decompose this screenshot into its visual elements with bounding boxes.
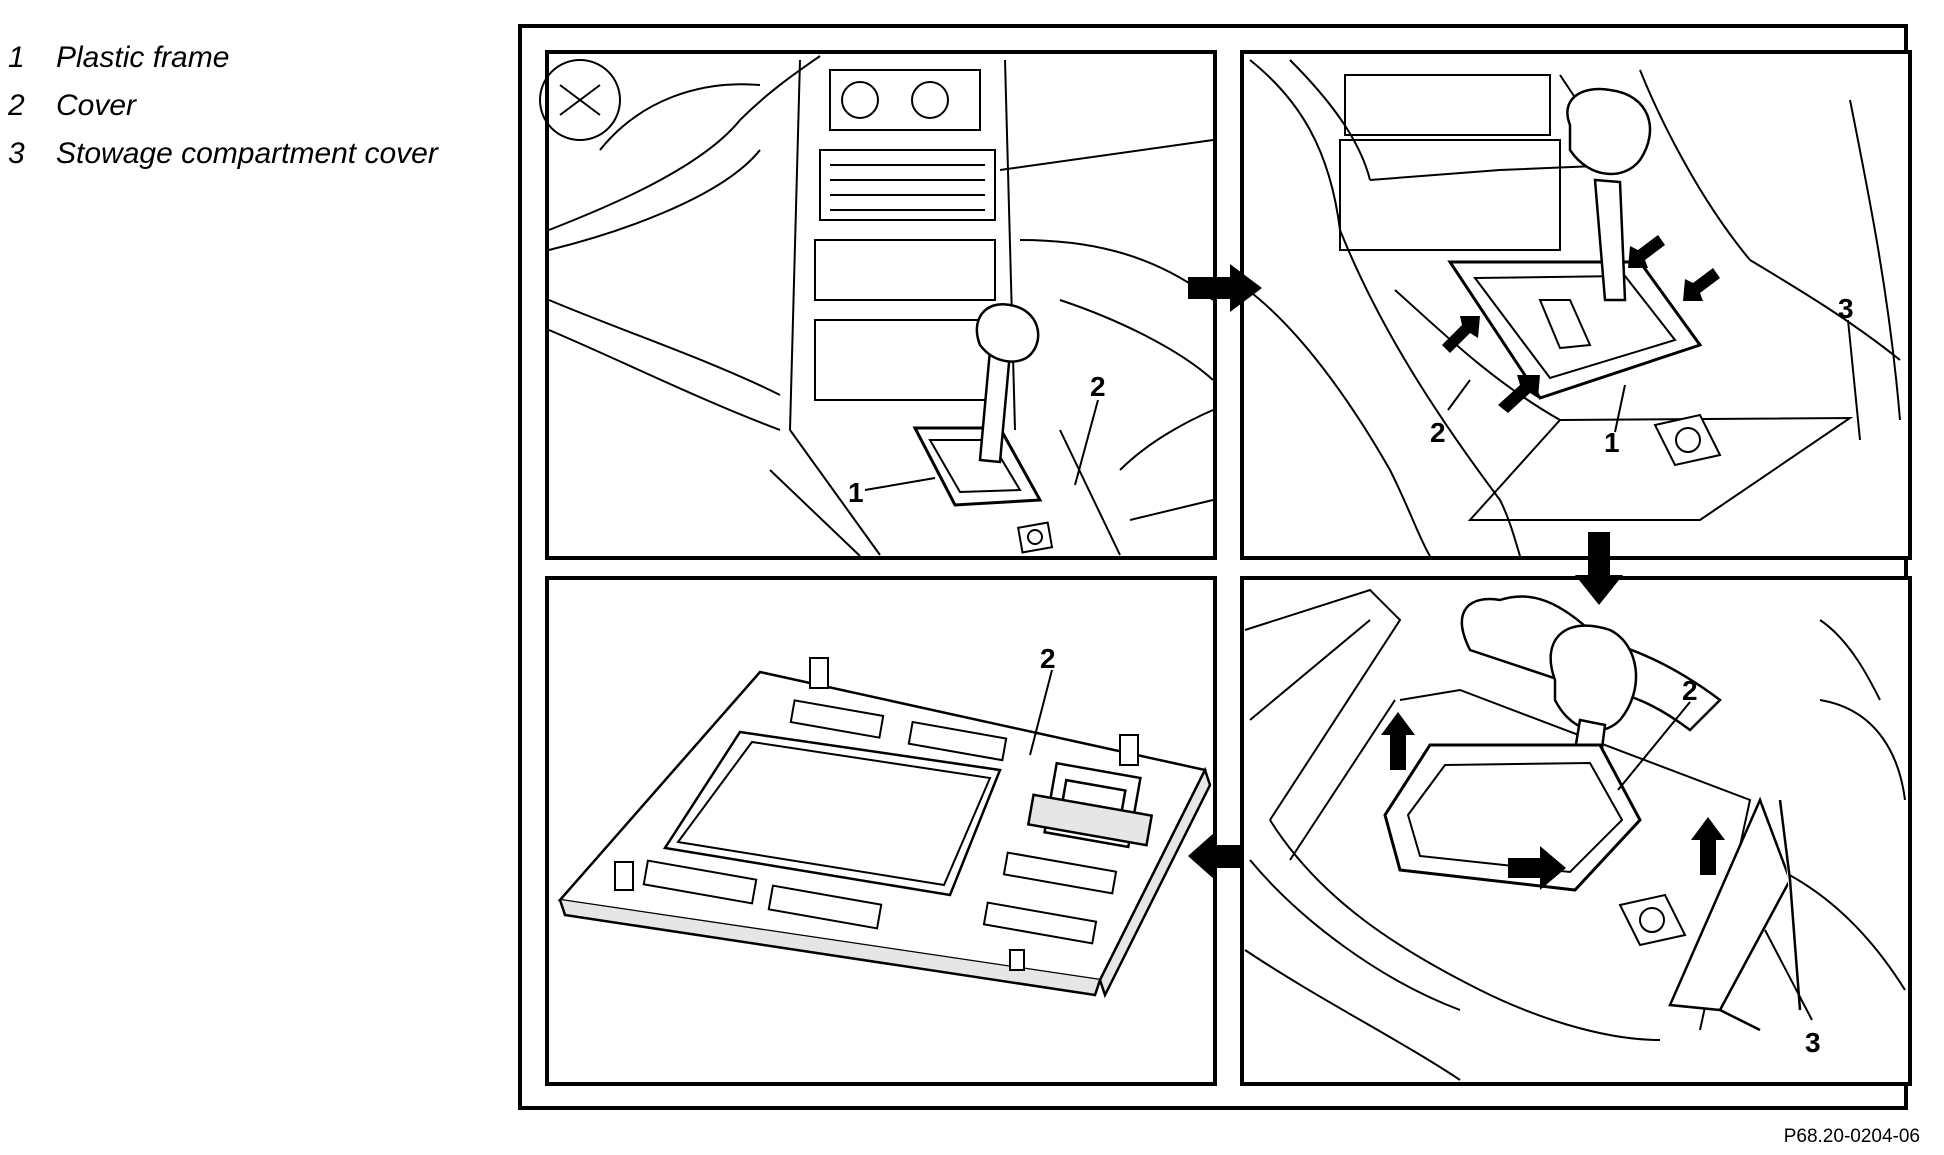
panel-bottom-right: 2 3 xyxy=(1240,576,1912,1086)
legend: 1 Plastic frame 2 Cover 3 Stowage compar… xyxy=(8,34,438,178)
press-arrow xyxy=(1628,235,1665,268)
step-arrow-down xyxy=(1575,532,1623,605)
legend-item: 3 Stowage compartment cover xyxy=(8,130,438,178)
callout-cover: 2 xyxy=(1430,417,1446,448)
panel-bottom-left: 2 xyxy=(545,576,1268,1086)
lift-arrow xyxy=(1381,712,1415,770)
callout-cover: 2 xyxy=(1090,371,1106,402)
panel-top-right: 2 1 3 xyxy=(1240,50,1912,560)
reference-code: P68.20-0204-06 xyxy=(1783,1126,1920,1147)
callout-stowage-cover: 3 xyxy=(1805,1027,1821,1058)
step-arrow-right xyxy=(1188,264,1262,312)
panel-top-left: 1 2 xyxy=(539,50,1217,560)
legend-label: Plastic frame xyxy=(56,41,230,74)
callout-stowage-cover: 3 xyxy=(1838,293,1854,324)
callout-plastic-frame: 1 xyxy=(1604,427,1620,458)
legend-label: Cover xyxy=(56,89,137,122)
legend-item: 1 Plastic frame xyxy=(8,34,438,82)
lift-arrow xyxy=(1691,817,1725,875)
legend-label: Stowage compartment cover xyxy=(56,137,438,170)
press-arrow xyxy=(1683,268,1720,301)
press-arrow xyxy=(1442,316,1480,353)
press-arrow xyxy=(1498,375,1540,413)
legend-item: 2 Cover xyxy=(8,82,438,130)
outer-frame xyxy=(518,24,1908,1110)
push-arrow xyxy=(1508,846,1566,890)
legend-number: 3 xyxy=(8,137,25,170)
legend-number: 1 xyxy=(8,41,25,74)
callout-plastic-frame: 1 xyxy=(848,477,864,508)
legend-number: 2 xyxy=(8,89,25,122)
callout-cover: 2 xyxy=(1040,643,1056,674)
callout-cover: 2 xyxy=(1682,675,1698,706)
